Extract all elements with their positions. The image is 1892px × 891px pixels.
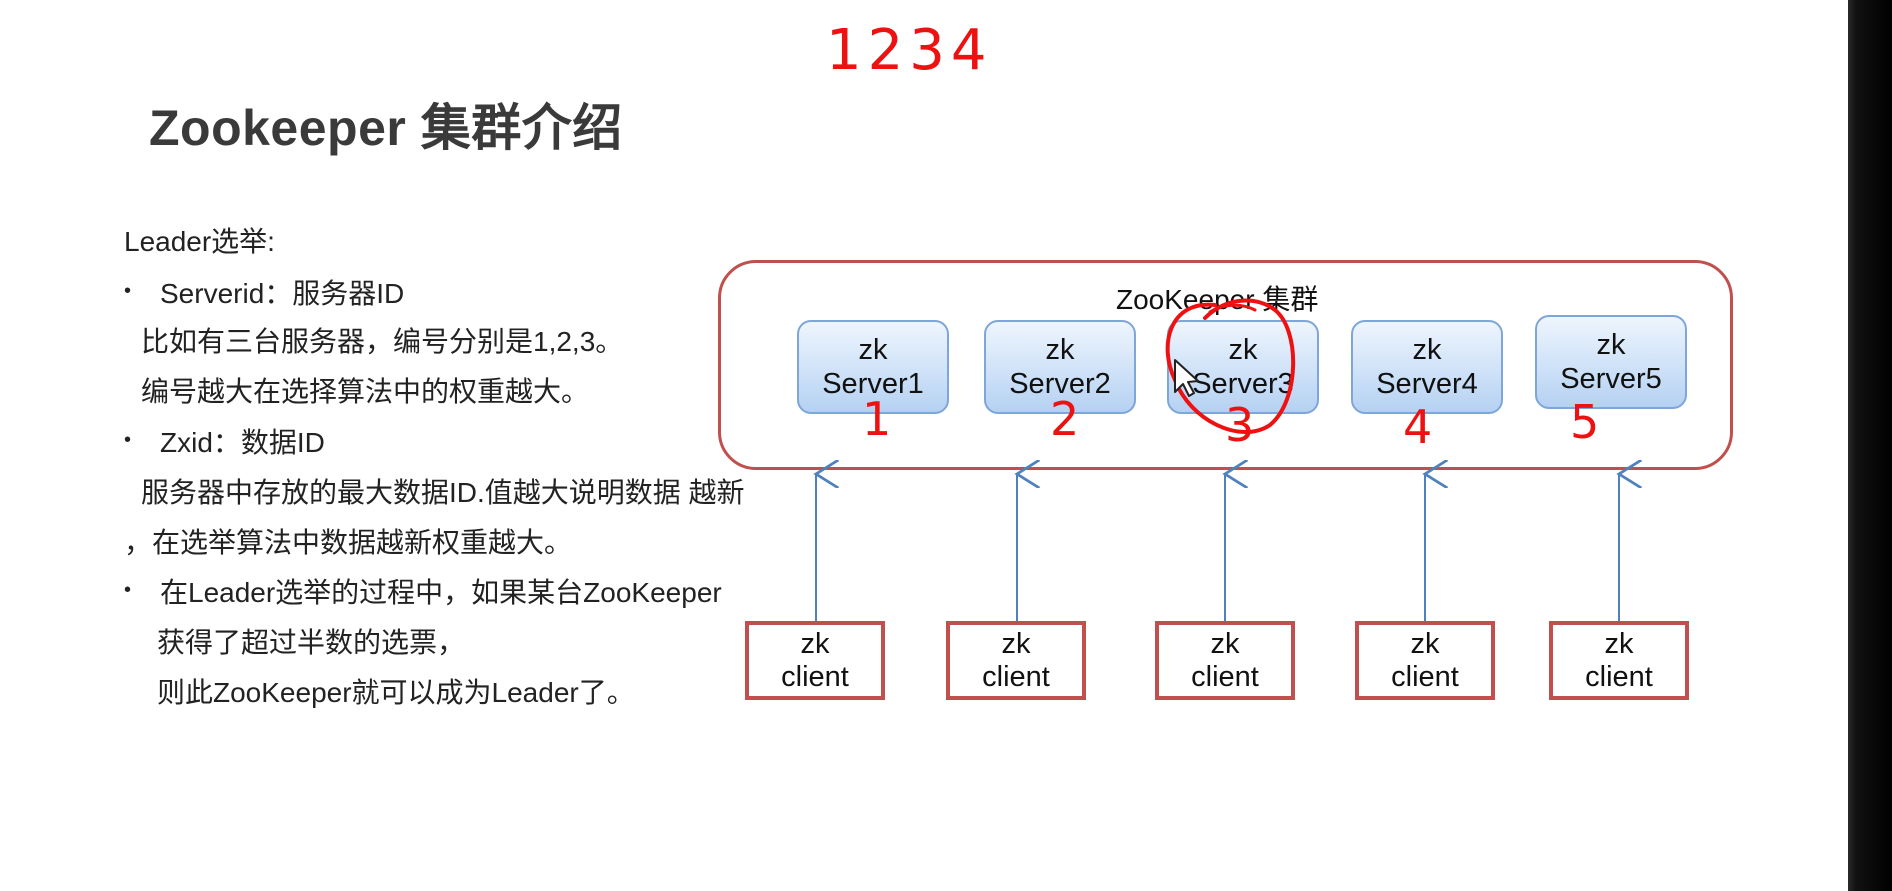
slide-title: Zookeeper 集群介绍 — [149, 100, 623, 156]
handwritten-mark-3: 3 — [1225, 398, 1255, 452]
vote-line-2: 获得了超过半数的选票， — [157, 627, 466, 658]
serverid-label: Serverid：服务器ID — [160, 278, 405, 309]
client-3-line2: client — [1191, 660, 1259, 693]
server-5-line1: zk — [1596, 329, 1626, 361]
handwritten-mark-2: 2 — [1050, 392, 1080, 446]
server-2-line2: Server2 — [1009, 368, 1111, 400]
handwritten-mark-1: 1 — [862, 392, 892, 446]
client-5-line1: zk — [1604, 627, 1634, 660]
server-1-line1: zk — [858, 334, 888, 366]
server-box-2: zk Server2 — [984, 320, 1136, 414]
client-box-4: zk client — [1355, 621, 1495, 700]
screen-right-edge — [1848, 0, 1892, 891]
server-1-line2: Server1 — [822, 368, 924, 400]
handwritten-annotation-top: 1234 — [826, 18, 993, 83]
server-3-line2: Server3 — [1192, 368, 1294, 400]
zxid-desc-1: 服务器中存放的最大数据ID.值越大说明数据 越新 — [141, 477, 745, 508]
server-box-1: zk Server1 — [797, 320, 949, 414]
server-4-line2: Server4 — [1376, 368, 1478, 400]
server-box-4: zk Server4 — [1351, 320, 1503, 414]
client-1-line2: client — [781, 660, 849, 693]
serverid-desc-1: 比如有三台服务器，编号分别是1,2,3。 — [141, 326, 624, 357]
vote-line-3: 则此ZooKeeper就可以成为Leader了。 — [157, 677, 635, 708]
handwritten-mark-4: 4 — [1403, 400, 1433, 454]
bullet-vote: • — [124, 579, 132, 601]
client-1-line1: zk — [800, 627, 830, 660]
client-3-line1: zk — [1210, 627, 1240, 660]
client-2-line2: client — [982, 660, 1050, 693]
handwritten-mark-5: 5 — [1570, 395, 1600, 449]
client-5-line2: client — [1585, 660, 1653, 693]
client-2-line1: zk — [1001, 627, 1031, 660]
bullet-serverid: • — [124, 280, 132, 302]
server-5-line2: Server5 — [1560, 363, 1662, 395]
zxid-desc-2: ，在选举算法中数据越新权重越大。 — [124, 527, 573, 558]
vote-line-1: 在Leader选举的过程中，如果某台ZooKeeper — [160, 577, 722, 608]
server-3-line1: zk — [1228, 334, 1258, 366]
server-2-line1: zk — [1045, 334, 1075, 366]
server-box-5: zk Server5 — [1535, 315, 1687, 409]
client-box-2: zk client — [946, 621, 1086, 700]
leader-election-heading: Leader选举: — [124, 226, 275, 257]
client-box-1: zk client — [745, 621, 885, 700]
server-4-line1: zk — [1412, 334, 1442, 366]
client-4-line2: client — [1391, 660, 1459, 693]
client-box-3: zk client — [1155, 621, 1295, 700]
zxid-label: Zxid：数据ID — [160, 427, 325, 458]
bullet-zxid: • — [124, 429, 132, 451]
client-4-line1: zk — [1410, 627, 1440, 660]
serverid-desc-2: 编号越大在选择算法中的权重越大。 — [141, 376, 590, 407]
client-box-5: zk client — [1549, 621, 1689, 700]
